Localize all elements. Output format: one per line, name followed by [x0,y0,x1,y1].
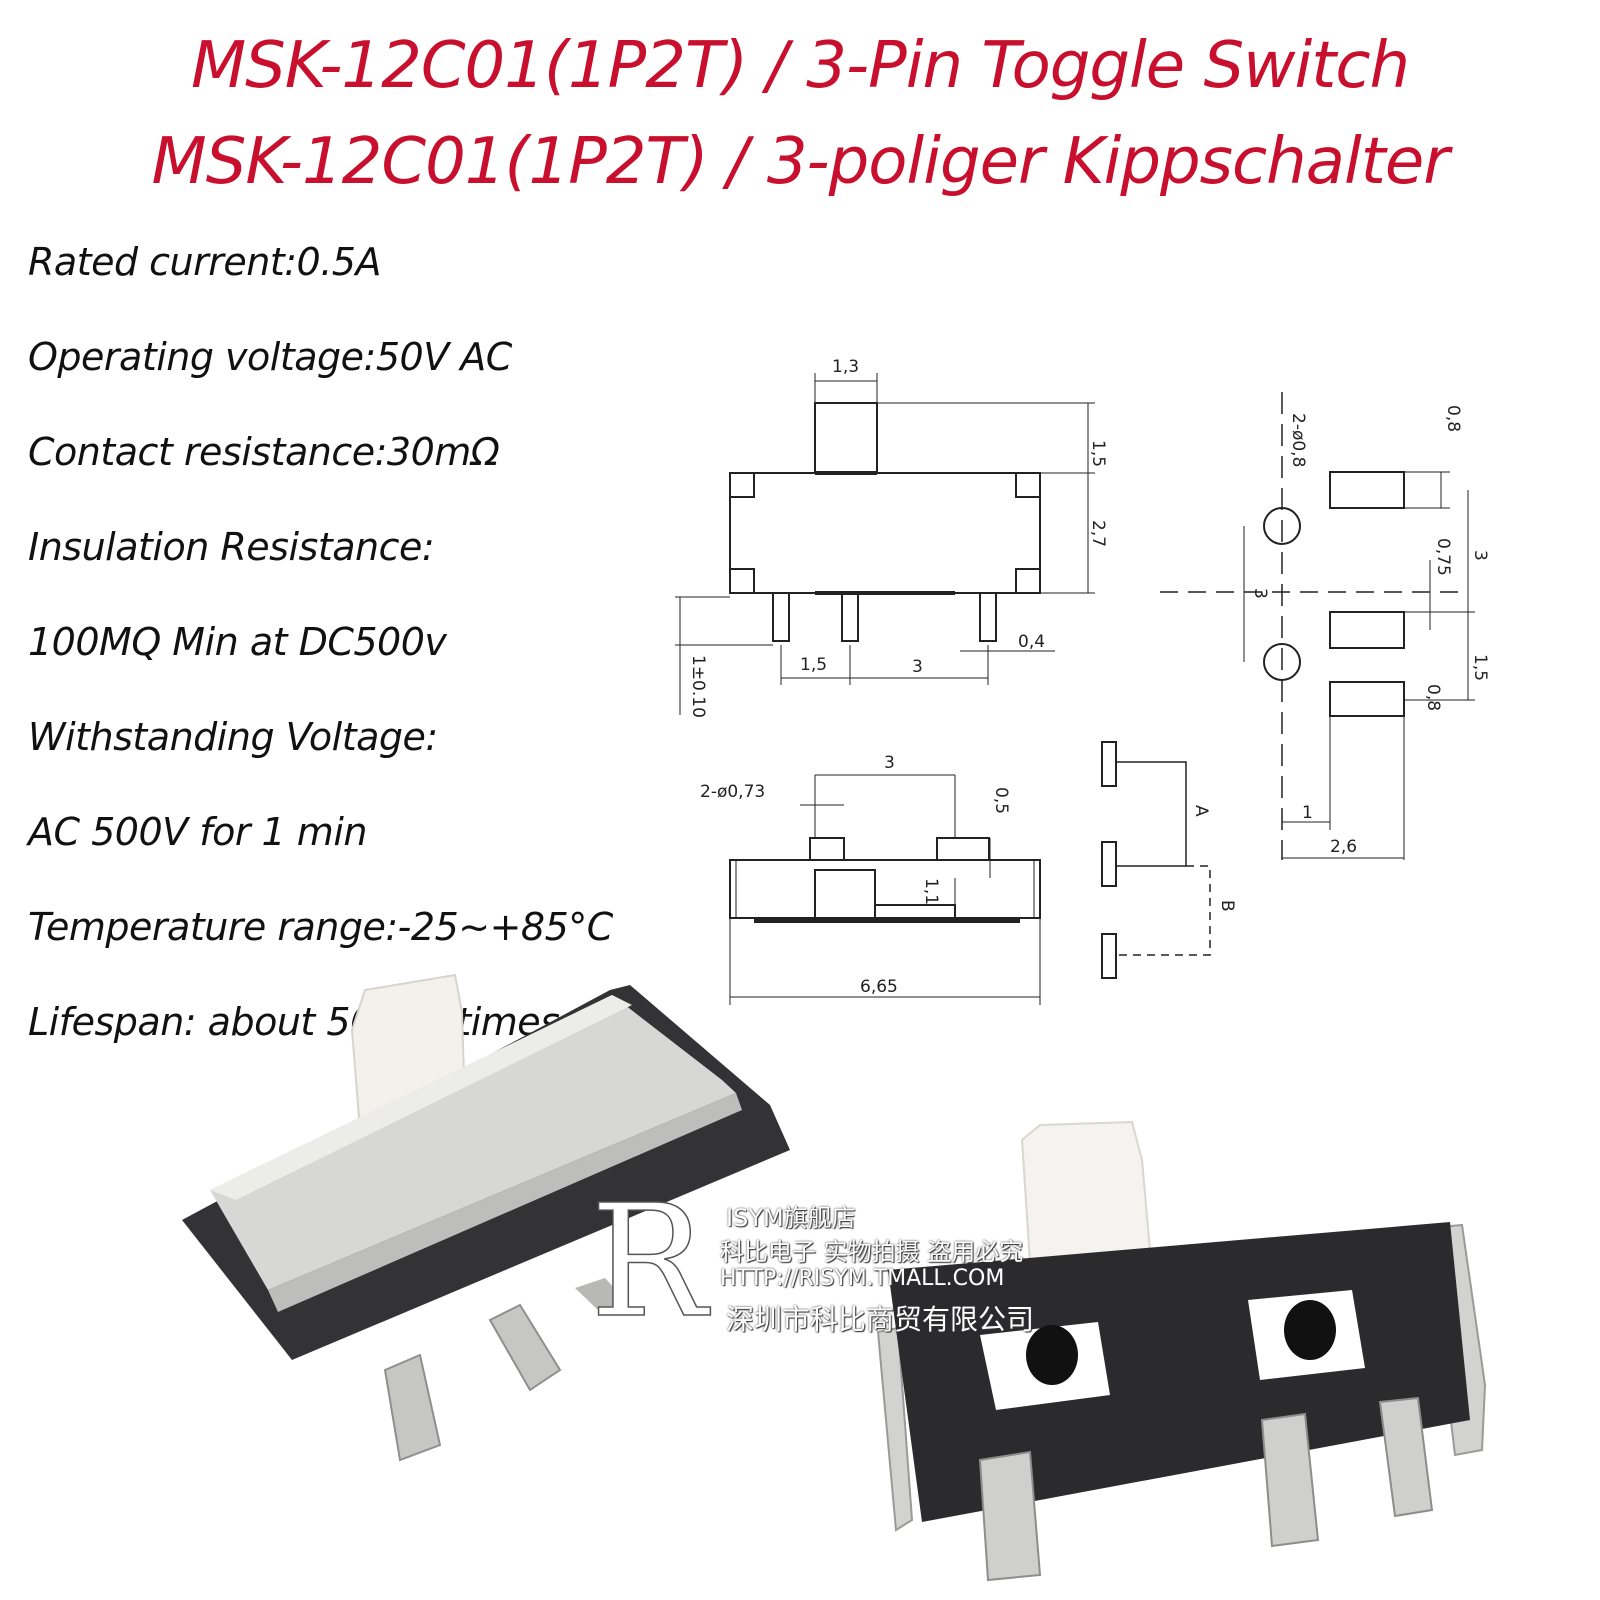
side-view-drawing [729,774,1041,1005]
dim-step: 1,1 [921,878,941,905]
dim-center-mark: 3 [1250,588,1270,599]
dim-peg-height: 0,5 [991,787,1011,814]
dim-length: 6,65 [860,977,898,997]
dim-pin-pitch-a: 1,5 [800,655,827,675]
dim-actuator-height: 1,5 [1088,440,1108,467]
title-line-english: MSK-12C01(1P2T) / 3-Pin Toggle Switch [190,29,1410,103]
watermark-line3: HTTP://RISYM.TMALL.COM [720,1266,1005,1291]
dim-pad-width-b: 2,6 [1330,837,1357,857]
schematic-drawing [1101,741,1211,979]
watermark-line4: 深圳市科比商贸有限公司 [726,1303,1035,1336]
spec-lifespan: Lifespan: about 50000 times [28,1000,560,1044]
dim-pad-gap: 0,75 [1433,538,1453,576]
switch-left-image [182,973,790,1462]
watermark-logo: R [590,1171,711,1352]
title-line-german: MSK-12C01(1P2T) / 3-poliger Kippschalter [151,125,1449,199]
footprint-drawing [1160,392,1475,860]
spec-insulation-label: Insulation Resistance: [28,525,435,569]
spec-withstanding-value: AC 500V for 1 min [28,810,367,854]
dim-pin-length: 1±0.10 [688,655,708,718]
dim-pegs: 2-ø0,73 [700,782,765,802]
spec-operating-voltage: Operating voltage:50V AC [28,335,512,379]
schematic-label-a: A [1191,805,1211,817]
spec-contact-resistance: Contact resistance:30mΩ [28,430,500,474]
spec-temperature-range: Temperature range:-25~+85°C [28,905,613,949]
dim-peg-spacing: 3 [884,753,895,773]
dim-pad-width-a: 1 [1302,803,1313,823]
watermark-line2: 科比电子 实物拍摄 盗用必究 [720,1238,1024,1266]
dim-pad-height-top: 0,8 [1443,405,1463,432]
dim-body-height: 2,7 [1088,520,1108,547]
dim-pad-height-bottom: 0,8 [1423,684,1443,711]
dim-pitch-lower: 1,5 [1470,654,1490,681]
top-view-drawing [675,373,1095,715]
dim-pin-width: 0,4 [1018,632,1045,652]
dim-pitch: 3 [1470,550,1490,561]
spec-rated-current: Rated current:0.5A [28,240,381,284]
spec-withstanding-label: Withstanding Voltage: [28,715,438,759]
spec-insulation-value: 100MQ Min at DC500v [28,620,447,664]
switch-right-image [876,1120,1487,1582]
watermark-line1: ISYM旗舰店 [726,1204,856,1232]
dim-actuator-width: 1,3 [832,357,859,377]
dim-pin-pitch-b: 3 [912,657,923,677]
dim-holes: 2-ø0,8 [1288,413,1308,467]
schematic-label-b: B [1217,900,1237,912]
